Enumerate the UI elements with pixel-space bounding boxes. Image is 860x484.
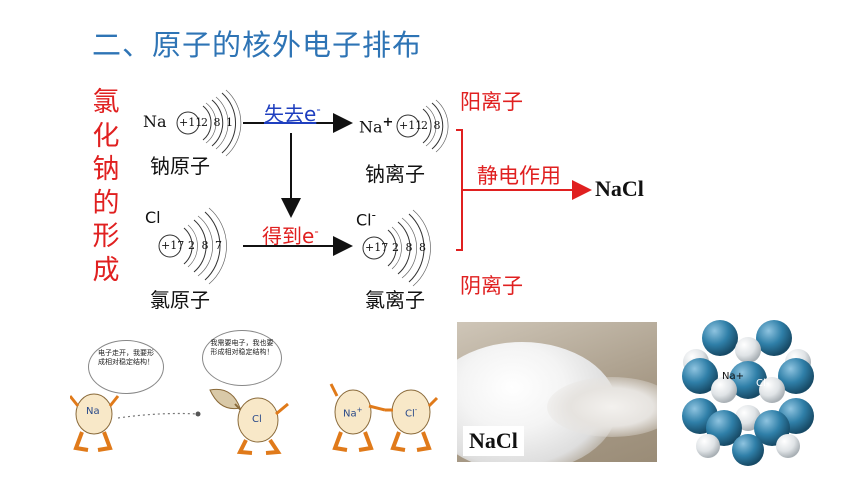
na-atom-symbol: Na: [143, 112, 167, 131]
vertical-char: 化: [92, 120, 120, 152]
cartoon-electron-transfer: 电子走开，我要形成相对稳定结构！ 我需要电子，我也要形成相对稳定结构！ Na C…: [70, 326, 310, 456]
cl-ion-symbol-text: Cl: [356, 210, 372, 230]
ion-bracket: [456, 129, 463, 251]
cartoon-cl-ion-label: Cl-: [405, 406, 417, 419]
lose-electron-sup: -: [316, 102, 321, 117]
na-ion-charge: +: [382, 115, 394, 130]
na-atom-caption: 钠原子: [150, 154, 210, 178]
cl-atom-shells: 2 8 7: [188, 239, 222, 252]
na-ion-nucleus: +11: [399, 119, 423, 132]
na-ion-symbol-text: Na: [359, 117, 383, 137]
cl-ion-caption: 氯离子: [365, 288, 425, 312]
cartoon-na-ion-label: Na+: [343, 406, 362, 419]
cl-ion-charge: -: [371, 208, 376, 222]
cl-ion-symbol: Cl-: [356, 208, 376, 229]
cartoon-cl-ion-charge: -: [414, 406, 418, 414]
cl-atom-symbol: Cl: [145, 208, 161, 227]
vertical-char: 成: [92, 254, 120, 286]
salt-photo: NaCl: [457, 322, 657, 462]
na-speech-bubble: 电子走开，我要形成相对稳定结构！: [88, 340, 164, 394]
lattice-cl-label: Cl-: [756, 378, 770, 389]
na-ion-shells: 2 8: [421, 119, 441, 132]
lose-electron-text: 失去e: [264, 102, 317, 126]
electrostatic-label: 静电作用: [477, 164, 561, 188]
vertical-char: 钠: [92, 154, 120, 185]
lattice-na-label: Na+: [722, 371, 744, 382]
na-atom-shells: 2 8 1: [201, 116, 233, 129]
anion-label: 阴离子: [460, 274, 523, 298]
nacl-lattice: [682, 320, 814, 466]
vertical-char: 形: [92, 221, 120, 252]
na-ion-symbol: Na+: [359, 115, 393, 136]
cation-label: 阳离子: [460, 90, 523, 114]
cl-ion-nucleus: +17: [365, 241, 389, 254]
cartoon-ion-figures: [329, 383, 439, 452]
cartoon-na-label: Na: [86, 406, 100, 417]
cartoon-ions-bonded: Na+ Cl-: [325, 326, 445, 456]
salt-pile-secondary: [547, 377, 657, 437]
na-ion-caption: 钠离子: [365, 162, 425, 186]
vertical-label: 氯 化 钠 的 形 成: [88, 86, 124, 287]
gain-electron-sup: -: [314, 224, 319, 239]
gain-electron-text: 得到e: [262, 224, 315, 248]
na-atom-diagram: [176, 89, 242, 157]
cl-ion-shells: 2 8 8: [392, 241, 426, 254]
lose-electron-label: 失去e-: [264, 98, 321, 127]
vertical-char: 的: [92, 187, 120, 219]
cartoon-cl-label: Cl: [252, 414, 262, 425]
cartoon-na-ion-text: Na: [343, 408, 357, 420]
cl-atom-caption: 氯原子: [150, 288, 210, 312]
salt-photo-label: NaCl: [463, 426, 524, 456]
na-atom-nucleus: +11: [179, 116, 203, 129]
product-formula: NaCl: [595, 176, 644, 201]
cl-atom-nucleus: +17: [161, 239, 185, 252]
vertical-char: 氯: [92, 87, 120, 118]
page-title: 二、原子的核外电子排布: [92, 28, 423, 62]
cartoon-figures: [70, 388, 289, 455]
cl-ion-diagram: [362, 209, 431, 287]
cl-speech-bubble: 我需要电子，我也要形成相对稳定结构！: [202, 330, 282, 386]
cartoon-cl-ion-text: Cl: [405, 408, 415, 420]
na-ion-diagram: [396, 99, 449, 153]
cl-atom-diagram: [158, 207, 227, 285]
cartoon-na-ion-charge: +: [356, 406, 363, 414]
gain-electron-label: 得到e-: [262, 220, 319, 249]
